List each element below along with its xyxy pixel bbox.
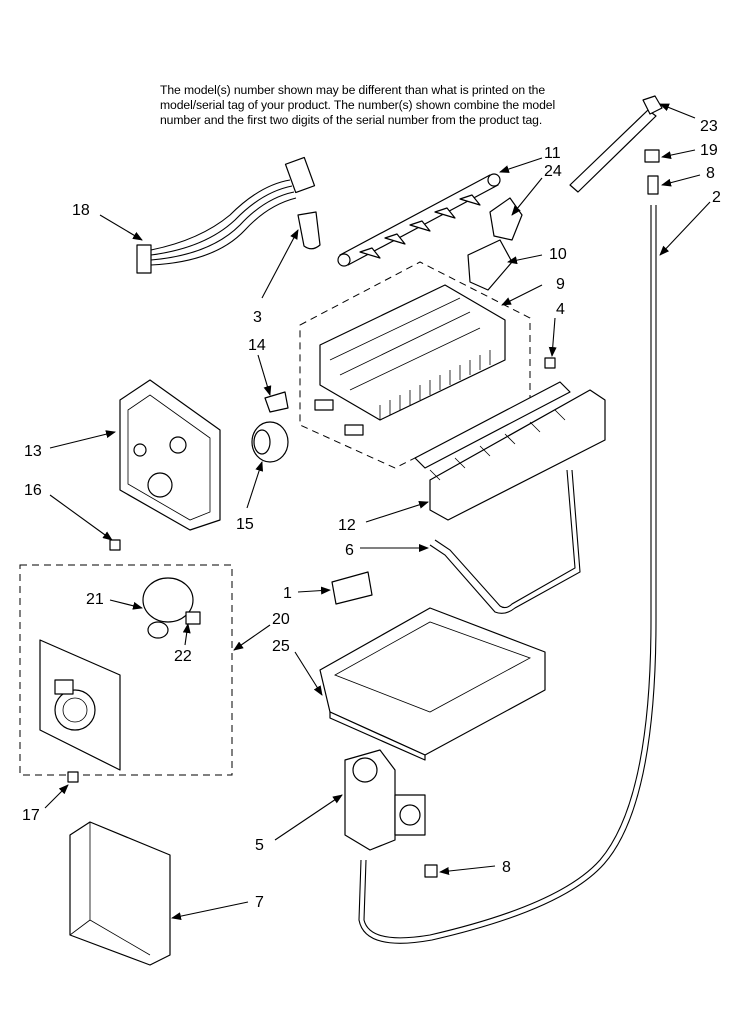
callout-21: 21 <box>86 591 104 608</box>
clip-part <box>297 211 321 250</box>
clip-14-part <box>264 391 289 413</box>
housing-part <box>119 379 221 531</box>
fill-tube-part <box>358 95 663 944</box>
screw-16-part <box>109 539 121 551</box>
callout-labels: 23 11 24 19 8 2 18 10 9 4 3 14 13 16 15 … <box>22 118 721 911</box>
foam-block-part <box>69 821 171 966</box>
bracket-24-part <box>489 197 523 241</box>
front-cover-part <box>414 381 606 521</box>
callout-17: 17 <box>22 807 40 824</box>
callout-15: 15 <box>236 516 254 533</box>
callout-7: 7 <box>255 894 264 911</box>
callout-9: 9 <box>556 276 565 293</box>
callout-19: 19 <box>700 142 718 159</box>
callout-4: 4 <box>556 301 565 318</box>
ice-bin-part <box>319 607 546 761</box>
motor-module-part <box>19 564 233 776</box>
bracket-1-part <box>331 571 373 605</box>
callout-8-lower: 8 <box>502 859 511 876</box>
ejector-part <box>337 173 501 267</box>
callout-16: 16 <box>24 482 42 499</box>
water-valve-part <box>344 749 426 851</box>
callout-24: 24 <box>544 163 562 180</box>
thermostat-part <box>251 421 289 463</box>
callout-10: 10 <box>549 246 567 263</box>
bracket-10-part <box>467 239 513 291</box>
callout-12: 12 <box>338 517 356 534</box>
ice-mold-part <box>299 261 531 469</box>
callout-22: 22 <box>174 648 192 665</box>
callout-1: 1 <box>283 585 292 602</box>
wire-harness-part <box>136 156 316 274</box>
callout-18: 18 <box>72 202 90 219</box>
callout-20: 20 <box>272 611 290 628</box>
callout-8-upper: 8 <box>706 165 715 182</box>
note-line-3: number and the first two digits of the s… <box>160 113 543 127</box>
callout-3: 3 <box>253 309 262 326</box>
leader-lines <box>44 103 711 921</box>
screw-17-part <box>67 771 79 783</box>
callout-11: 11 <box>544 145 561 162</box>
callout-14: 14 <box>248 337 266 354</box>
callout-2: 2 <box>712 189 721 206</box>
disclaimer-note: The model(s) number shown may be differe… <box>160 83 600 128</box>
callout-6: 6 <box>345 542 354 559</box>
note-line-1: The model(s) number shown may be differe… <box>160 83 546 97</box>
callout-23: 23 <box>700 118 718 135</box>
callout-13: 13 <box>24 443 42 460</box>
screw-8-lower-part <box>424 864 438 878</box>
shutoff-arm-part <box>429 469 581 614</box>
callout-25: 25 <box>272 638 290 655</box>
callout-5: 5 <box>255 837 264 854</box>
note-line-2: model/serial tag of your product. The nu… <box>160 98 556 112</box>
screw-4-part <box>544 357 556 369</box>
